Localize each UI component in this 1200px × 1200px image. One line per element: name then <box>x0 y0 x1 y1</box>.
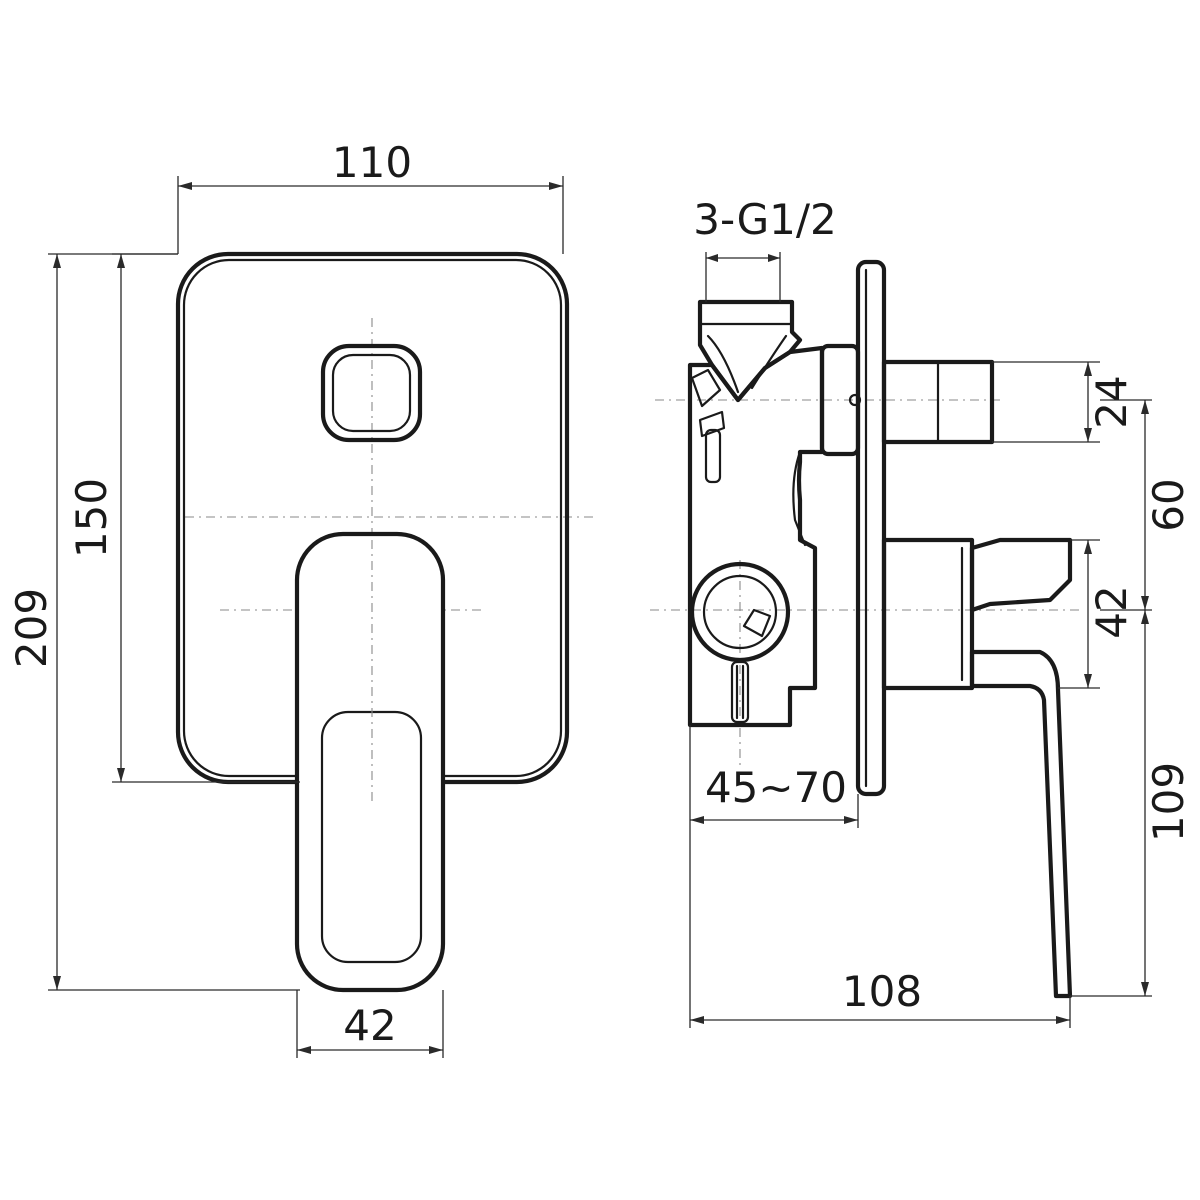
side-drain-pipe <box>704 428 722 484</box>
handle-width-arrow-right <box>429 1046 443 1054</box>
thread-arrow-right <box>768 254 780 262</box>
lever-spindle <box>881 537 975 691</box>
side-cover-plate <box>855 259 887 797</box>
bottom-drain-pin <box>730 660 750 724</box>
thread-arrow-left <box>706 254 718 262</box>
upper-spindle-arrow-top <box>1084 362 1092 376</box>
handle-width-label: 42 <box>343 1001 396 1050</box>
handle-drop-label: 109 <box>1144 762 1193 842</box>
total-height-arrow-bottom <box>53 976 61 990</box>
upper-spindle-label: 24 <box>1087 375 1136 428</box>
lower-outlet-ring <box>689 561 791 663</box>
plate-height-label: 150 <box>67 478 116 558</box>
inlet-neck <box>706 334 788 394</box>
handle-drop-arrow-top <box>1141 610 1149 624</box>
handle-drop-arrow-bottom <box>1141 982 1149 996</box>
plate-height-arrow-bottom <box>117 768 125 782</box>
wall-depth-arrow-left <box>690 816 704 824</box>
valve-internal-channel <box>792 450 807 547</box>
lower-spindle-arrow-bottom <box>1084 674 1092 688</box>
wall-depth-label: 45~70 <box>705 763 847 812</box>
side-pipe-upper-shape <box>690 368 722 408</box>
top-inlet <box>697 299 803 403</box>
lower-outlet-inner <box>702 574 778 650</box>
handle-width-arrow-left <box>297 1046 311 1054</box>
width-arrow-right <box>549 182 563 190</box>
total-height-label: 209 <box>7 588 56 668</box>
lower-outlet-tab <box>742 608 772 638</box>
spacing-arrow-top <box>1141 400 1149 414</box>
lower-spindle-arrow-top <box>1084 540 1092 554</box>
total-height-arrow-top <box>53 254 61 268</box>
thread-label: 3-G1/2 <box>693 195 837 244</box>
upper-spindle-arrow-bottom <box>1084 428 1092 442</box>
side-drain-cap <box>698 410 726 438</box>
depth-arrow-left <box>690 1016 704 1024</box>
diverter-button[interactable] <box>320 343 423 443</box>
lever-handle-mask <box>297 534 443 990</box>
plate-height-arrow-top <box>117 254 125 268</box>
width-arrow-left <box>178 182 192 190</box>
front-view: 110 150 209 42 <box>7 138 598 1058</box>
lower-spindle-label: 42 <box>1087 585 1136 638</box>
depth-arrow-right <box>1056 1016 1070 1024</box>
lever-handle[interactable] <box>294 531 446 993</box>
width-label: 110 <box>332 138 412 187</box>
lever-handle-side[interactable] <box>969 537 1073 613</box>
wall-depth-arrow-right <box>844 816 858 824</box>
side-view: 3-G1/2 45~70 108 24 42 60 <box>650 195 1193 1028</box>
spacing-arrow-bottom <box>1141 596 1149 610</box>
lever-blade[interactable] <box>969 649 1073 999</box>
diverter-button-inner <box>331 353 412 433</box>
spacing-label: 60 <box>1144 478 1193 531</box>
depth-label: 108 <box>842 967 922 1016</box>
valve-body <box>687 345 825 728</box>
